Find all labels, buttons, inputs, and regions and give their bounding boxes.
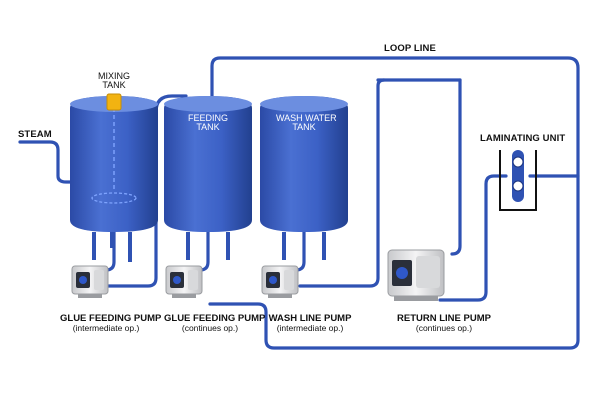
feeding-to-pump2-pipe xyxy=(194,230,210,272)
agitator-motor-icon xyxy=(106,93,122,111)
pump-3-label: WASH LINE PUMP (intermediate op.) xyxy=(268,313,352,333)
pump-1-label: GLUE FEEDING PUMP (intermediate op.) xyxy=(60,313,162,333)
loop-line-pipe xyxy=(208,56,580,350)
pump-4 xyxy=(387,249,445,301)
mixing-tank-label: MIXING TANK xyxy=(97,71,130,91)
roller-pair-icon xyxy=(512,156,524,168)
laminating-unit-label: LAMINATING UNIT xyxy=(480,133,566,144)
mixing-tank xyxy=(70,96,158,262)
feeding-tank xyxy=(164,96,252,260)
pump-4-label: RETURN LINE PUMP (continues op.) xyxy=(397,313,491,333)
laminating-unit xyxy=(499,150,537,211)
steam-label: STEAM xyxy=(18,129,52,140)
pump-3 xyxy=(261,265,299,298)
loop-line-label: LOOP LINE xyxy=(384,43,436,54)
return-line-pipe xyxy=(450,78,462,256)
pump-2 xyxy=(165,265,203,298)
steam-line-pipe xyxy=(18,140,82,184)
wash-water-tank-label: WASH WATER TANK xyxy=(276,113,337,133)
pump-1 xyxy=(71,265,109,298)
feeding-tank-label: FEEDING TANK xyxy=(188,113,229,133)
wash-to-pump3-pipe xyxy=(288,230,306,272)
pump-2-label: GLUE FEEDING PUMP (continues op.) xyxy=(164,313,266,333)
laminating-feed-pipe xyxy=(438,174,508,302)
wash-water-tank xyxy=(260,96,348,260)
